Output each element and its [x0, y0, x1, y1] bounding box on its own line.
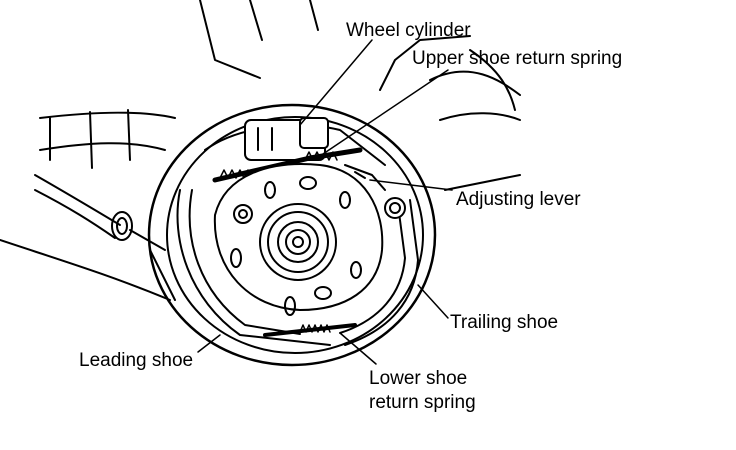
label-lower-shoe-line1: Lower shoe — [369, 368, 468, 389]
label-adjusting-lever: Adjusting lever — [456, 189, 581, 210]
leader-lines — [197, 39, 453, 365]
backing-plate — [147, 103, 437, 367]
wheel-cylinder-shape — [244, 117, 329, 161]
parking-brake-cable — [34, 174, 166, 251]
adjusting-lever-shape — [344, 164, 386, 191]
hub — [259, 203, 337, 281]
label-trailing-shoe: Trailing shoe — [450, 312, 559, 333]
lower-spring-shape — [263, 323, 357, 337]
vehicle-body-lines — [0, 0, 521, 301]
brake-shoes — [176, 124, 419, 346]
label-leading-shoe: Leading shoe — [79, 350, 194, 371]
label-upper-shoe-return-spring: Upper shoe return spring — [412, 48, 623, 69]
label-lower-shoe-line2: return spring — [369, 392, 476, 413]
label-wheel-cylinder: Wheel cylinder — [346, 20, 471, 41]
